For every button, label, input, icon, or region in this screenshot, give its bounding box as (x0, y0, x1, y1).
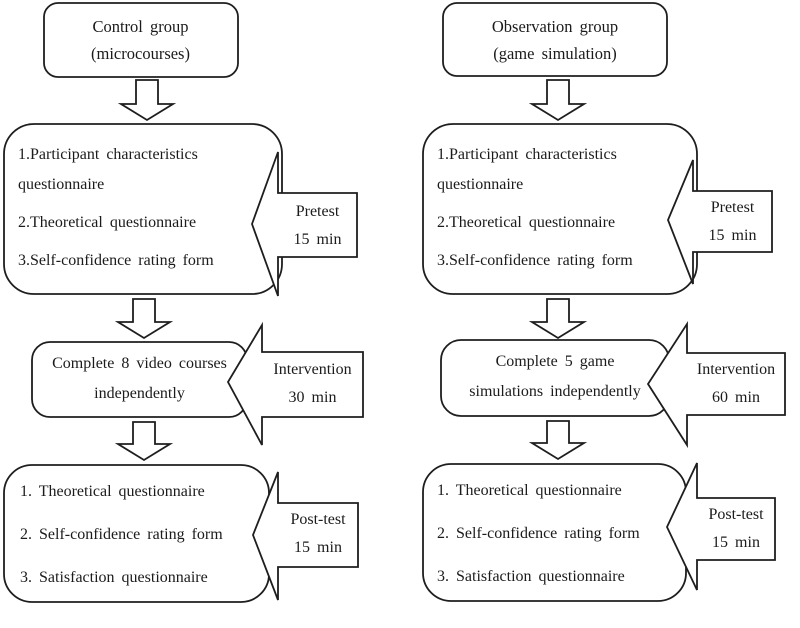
control-pretest-label: Pretest 15 min (278, 198, 357, 254)
observation-header-box (442, 2, 668, 77)
box-line: Complete 5 game (495, 353, 615, 370)
header-line: (game simulation) (493, 44, 617, 63)
pretest-callout-arrow (251, 151, 358, 297)
pretest-callout-arrow (667, 159, 773, 285)
intervention-callout-arrow (646, 320, 786, 449)
down-arrow-icon (117, 79, 177, 122)
label-line: Post-test (290, 511, 346, 528)
list-item: 3.Self-confidence rating form (18, 252, 214, 269)
list-item: 1. Theoretical questionnaire (437, 482, 622, 499)
label-line: 60 min (712, 389, 760, 406)
label-line: Pretest (295, 203, 340, 220)
down-arrow-icon (528, 79, 588, 122)
observation-intervention-label: Intervention 60 min (687, 356, 785, 412)
observation-pretest-items: 1.Participant characteristics questionna… (437, 140, 677, 276)
control-header-title: Control group (microcourses) (43, 13, 238, 67)
intervention-callout-arrow (226, 321, 364, 446)
list-item: 2. Self-confidence rating form (437, 525, 640, 542)
list-item: 2.Theoretical questionnaire (437, 214, 616, 231)
down-arrow-icon (114, 298, 174, 340)
label-line: 15 min (294, 539, 342, 556)
observation-posttest-items: 1. Theoretical questionnaire 2. Self-con… (437, 476, 677, 592)
posttest-callout-arrow (252, 471, 359, 601)
label-line: 15 min (712, 534, 760, 551)
control-posttest-items: 1. Theoretical questionnaire 2. Self-con… (20, 477, 265, 593)
list-item: 3. Satisfaction questionnaire (20, 569, 208, 586)
label-line: Post-test (708, 506, 764, 523)
label-line: 15 min (708, 227, 757, 244)
label-line: Pretest (710, 199, 755, 216)
control-posttest-label: Post-test 15 min (278, 506, 358, 562)
list-item: 2.Theoretical questionnaire (18, 214, 197, 231)
observation-posttest-label: Post-test 15 min (697, 501, 775, 557)
list-item: 2. Self-confidence rating form (20, 526, 223, 543)
list-item: 1.Participant characteristics questionna… (18, 146, 198, 193)
label-line: 15 min (293, 231, 342, 248)
down-arrow-icon (528, 420, 588, 461)
observation-intervention-text: Complete 5 game simulations independentl… (440, 347, 670, 407)
list-item: 1.Participant characteristics questionna… (437, 146, 617, 193)
box-line: simulations independently (469, 383, 641, 400)
control-pretest-items: 1.Participant characteristics questionna… (18, 140, 258, 276)
observation-pretest-label: Pretest 15 min (693, 194, 772, 250)
box-line: independently (94, 385, 185, 402)
box-line: Complete 8 video courses (52, 355, 227, 372)
posttest-callout-arrow (666, 462, 776, 591)
control-intervention-label: Intervention 30 min (262, 356, 363, 412)
list-item: 3. Satisfaction questionnaire (437, 568, 625, 585)
header-line: Control group (92, 17, 189, 36)
control-intervention-text: Complete 8 video courses independently (31, 349, 248, 409)
label-line: Intervention (696, 361, 776, 378)
down-arrow-icon (528, 298, 588, 340)
list-item: 1. Theoretical questionnaire (20, 483, 205, 500)
header-line: (microcourses) (91, 44, 190, 63)
list-item: 3.Self-confidence rating form (437, 252, 633, 269)
label-line: 30 min (288, 389, 337, 406)
header-line: Observation group (491, 17, 619, 36)
down-arrow-icon (114, 421, 174, 462)
control-header-box (43, 2, 239, 78)
observation-header-title: Observation group (game simulation) (442, 13, 668, 67)
label-line: Intervention (273, 361, 352, 378)
